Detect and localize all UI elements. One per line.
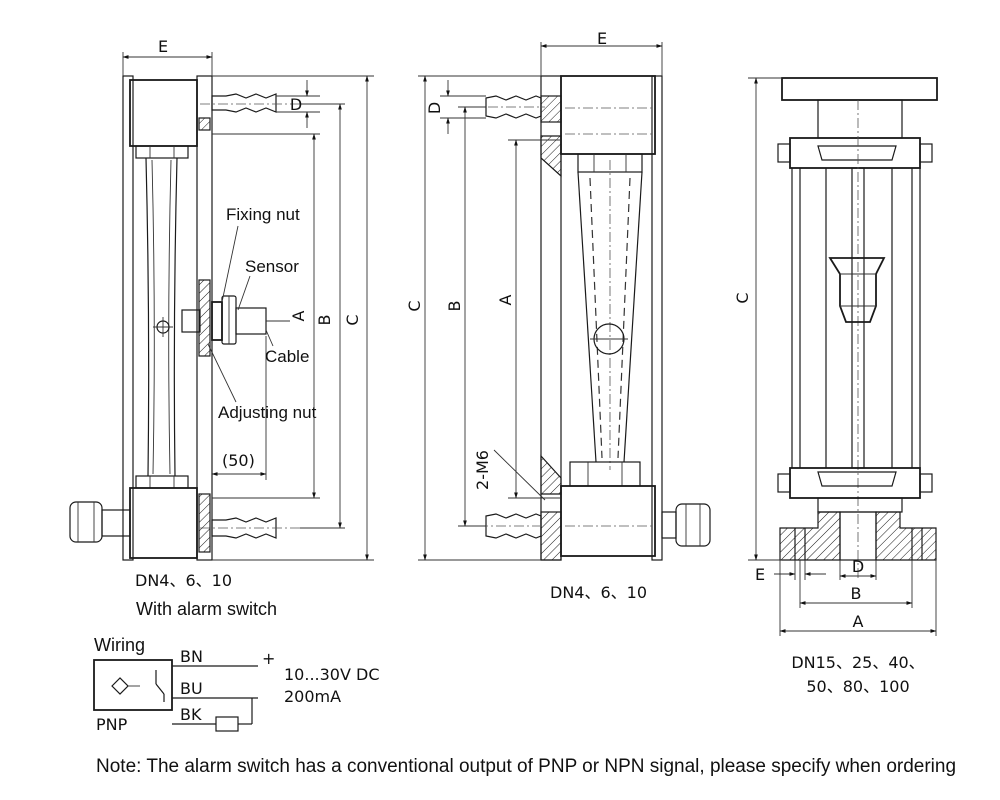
left-view: [69, 52, 374, 561]
left-size-caption: DN4、6、10: [135, 571, 232, 590]
wire-bu: BU: [180, 679, 203, 698]
right-dim-d: D: [852, 557, 864, 576]
callout-fixing-nut: Fixing nut: [226, 205, 300, 224]
mid-dim-a: A: [496, 294, 515, 305]
wiring-type: PNP: [96, 715, 128, 734]
left-dim-d: D: [290, 95, 302, 114]
mid-dim-c: C: [405, 300, 424, 311]
right-view: [748, 77, 938, 636]
right-dim-a: A: [853, 612, 864, 631]
right-size-caption-2: 50、80、100: [806, 677, 909, 696]
mid-dim-d: D: [425, 102, 444, 114]
callout-cable: Cable: [265, 347, 309, 366]
footer-note: Note: The alarm switch has a conventiona…: [96, 756, 956, 777]
middle-view: [418, 42, 711, 561]
left-dim-50: (50): [222, 451, 255, 470]
mid-thread-label: 2-M6: [473, 450, 492, 490]
right-dim-b: B: [851, 584, 862, 603]
sensor-symbol-icon: [111, 677, 129, 695]
mid-dim-e: E: [597, 29, 607, 48]
wire-current: 200mA: [284, 687, 341, 706]
callout-adjusting-nut: Adjusting nut: [218, 403, 317, 422]
left-subtitle: With alarm switch: [136, 599, 277, 619]
wiring-title: Wiring: [94, 635, 145, 655]
wire-plus: +: [262, 649, 275, 668]
wire-bn: BN: [180, 647, 203, 666]
left-dim-e: E: [158, 37, 168, 56]
callout-sensor: Sensor: [245, 257, 299, 276]
left-dim-b: B: [315, 315, 334, 326]
wire-bk: BK: [180, 705, 202, 724]
mid-dim-b: B: [445, 301, 464, 312]
wiring-diagram: [93, 659, 258, 732]
load-resistor-icon: [215, 716, 239, 732]
mid-size-caption: DN4、6、10: [550, 583, 647, 602]
left-dim-a: A: [289, 310, 308, 321]
left-dim-c: C: [343, 314, 362, 325]
right-size-caption-1: DN15、25、40、: [791, 653, 924, 672]
right-dim-c: C: [733, 292, 752, 303]
right-dim-e: E: [755, 565, 765, 584]
wire-voltage: 10...30V DC: [284, 665, 380, 684]
